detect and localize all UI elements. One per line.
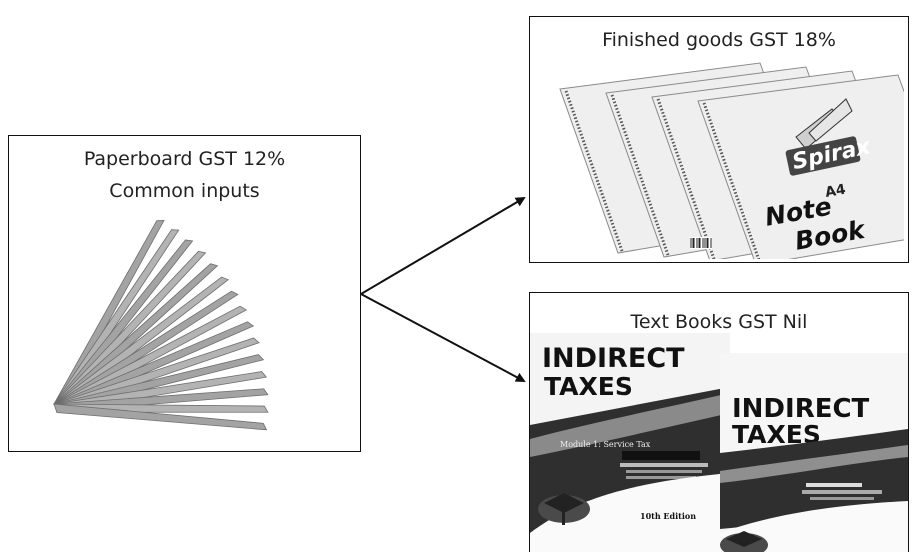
- finished-goods-box: Finished goods GST 18% Spirax A4 Note Bo…: [529, 16, 909, 263]
- arrow-to-text-books: [360, 293, 526, 382]
- paperboard-box: Paperboard GST 12% Common inputs: [8, 135, 361, 452]
- book1-subtitle: Module 1: Service Tax: [560, 440, 651, 449]
- paperboard-sheet: [53, 403, 268, 431]
- book1-title-line2: TAXES: [544, 372, 633, 401]
- book2-title-line1: INDIRECT: [732, 394, 870, 424]
- paperboard-stack-image: [53, 219, 269, 431]
- textbook-cover-1: INDIRECT TAXES Module 1: Service Tax 10t…: [530, 333, 730, 552]
- finished-goods-caption: Finished goods GST 18%: [602, 29, 836, 51]
- spiral-binding: [656, 98, 716, 259]
- text-books-caption: Text Books GST Nil: [630, 311, 808, 333]
- paperboard-caption-line2: Common inputs: [109, 180, 260, 202]
- spiral-binding: [610, 94, 670, 256]
- barcode-icon: [690, 237, 712, 249]
- spiral-binding: [702, 102, 761, 259]
- textbook-cover-2: INDIRECT TAXES: [720, 353, 908, 552]
- book1-title-line1: INDIRECT: [542, 343, 685, 374]
- text-books-box: Text Books GST Nil INDIRECT TAXES Module…: [529, 292, 909, 552]
- spiral-binding: [564, 90, 624, 252]
- book1-edition: 10th Edition: [640, 511, 696, 521]
- size-text: A4: [824, 182, 847, 201]
- textbook-covers-image: INDIRECT TAXES Module 1: Service Tax 10t…: [530, 333, 908, 552]
- paperboard-caption-line1: Paperboard GST 12%: [83, 148, 286, 170]
- arrow-to-finished-goods: [360, 196, 526, 295]
- notebook-image: Spirax A4 Note Book: [559, 62, 904, 259]
